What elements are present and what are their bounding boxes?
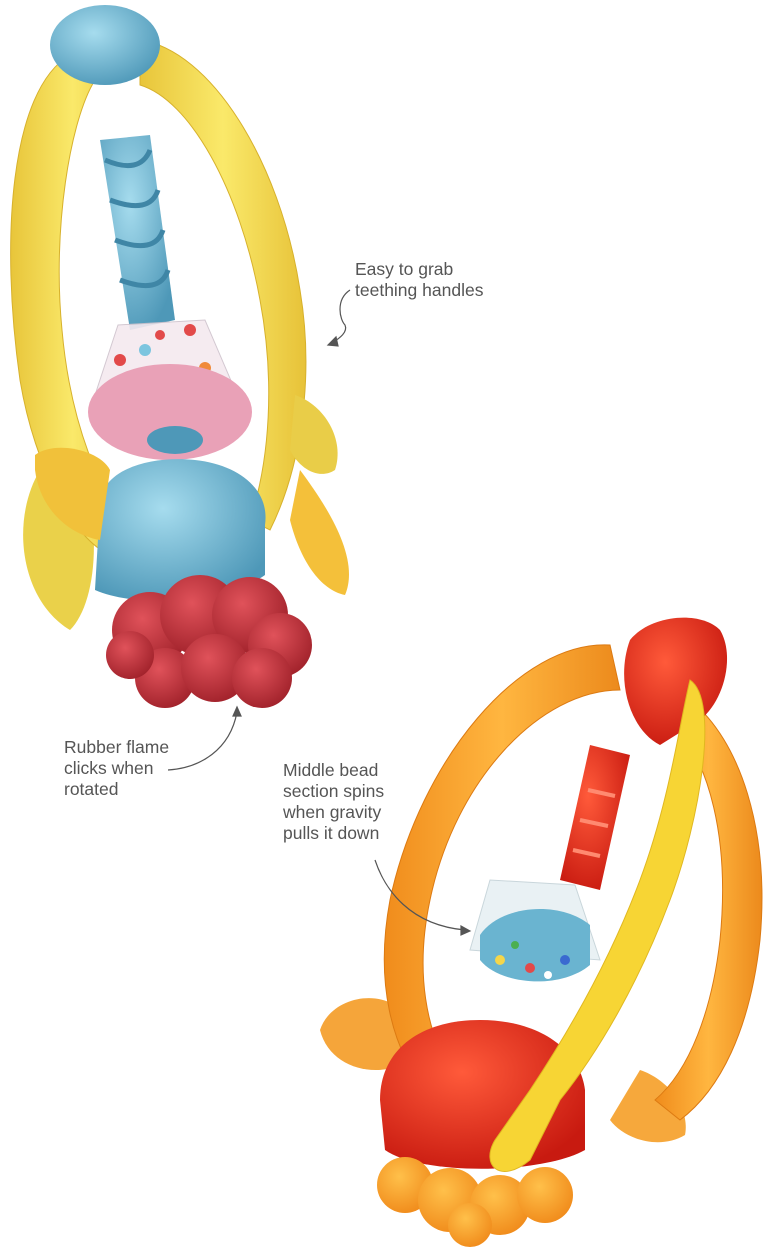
flame-arrow <box>167 711 238 771</box>
callout-arrows <box>167 289 472 936</box>
handles-callout: Easy to grab teething handles <box>355 259 484 300</box>
flame-arrowhead <box>232 705 242 717</box>
bead-arrowhead <box>460 924 472 936</box>
orange-flame <box>377 1157 573 1247</box>
red-flame <box>106 575 312 708</box>
handles-arrow <box>331 289 351 344</box>
handles-arrowhead <box>326 335 339 347</box>
flame-callout: Rubber flame clicks when rotated <box>64 737 170 799</box>
pastel-rocket-rattle <box>10 5 349 708</box>
orange-rocket-rattle <box>320 617 763 1247</box>
bead-arrow <box>374 859 466 931</box>
bead-callout: Middle bead section spins when gravity p… <box>283 760 385 843</box>
